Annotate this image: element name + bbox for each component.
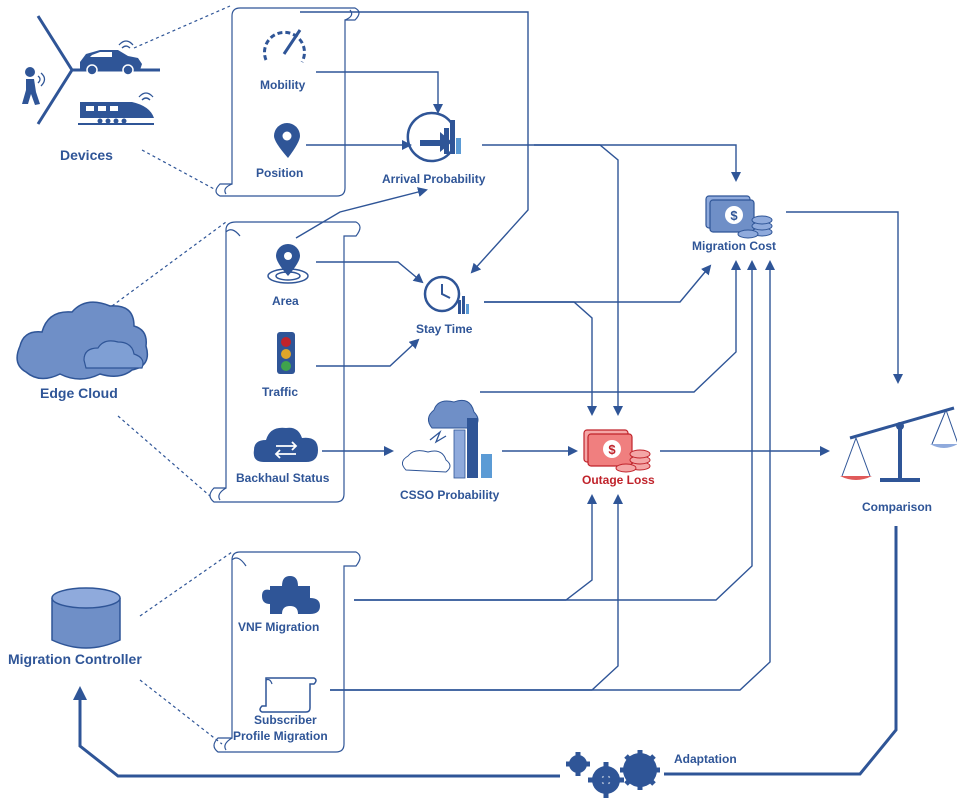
car-icon xyxy=(80,40,142,76)
dash-cloud-bottom xyxy=(117,415,211,497)
migration-cost-label: Migration Cost xyxy=(692,239,776,253)
person-icon xyxy=(22,67,46,105)
location-pin-icon xyxy=(274,123,300,158)
traffic-light-icon xyxy=(277,332,295,374)
vnf-migration-label: VNF Migration xyxy=(238,620,319,634)
edge-cloud-label: Edge Cloud xyxy=(40,385,118,401)
migration-controller-label: Migration Controller xyxy=(8,651,142,667)
adaptation-label: Adaptation xyxy=(674,752,737,766)
migration-cost-money-icon: $ xyxy=(705,195,773,239)
scroll-devices xyxy=(215,7,360,197)
database-icon xyxy=(51,587,121,649)
area-label: Area xyxy=(272,294,299,308)
gears-icon xyxy=(566,750,660,798)
adaptation-loop xyxy=(73,526,898,778)
dash-controller-bottom xyxy=(139,679,223,745)
devices-label: Devices xyxy=(60,147,113,163)
dash-cloud-top xyxy=(111,221,227,307)
scroll-controller xyxy=(213,551,361,753)
dash-controller-top xyxy=(139,551,233,617)
dollar-symbol-red: $ xyxy=(608,442,616,457)
stay-time-label: Stay Time xyxy=(416,322,473,336)
puzzle-piece-icon xyxy=(262,576,320,614)
connectors xyxy=(295,11,903,691)
stay-time-icon xyxy=(423,275,469,314)
position-label: Position xyxy=(256,166,303,180)
outage-loss-money-icon: $ xyxy=(583,429,651,473)
outage-loss-label: Outage Loss xyxy=(582,473,655,487)
backhaul-cloud-icon xyxy=(253,427,318,462)
csso-probability-icon xyxy=(402,399,492,479)
balance-scale-icon xyxy=(840,406,957,482)
csso-probability-label: CSSO Probability xyxy=(400,488,500,502)
arrival-probability-icon xyxy=(406,111,461,163)
cloud-icon xyxy=(16,301,149,380)
subscriber-label-2: Profile Migration xyxy=(233,729,328,743)
comparison-label: Comparison xyxy=(862,500,932,514)
dash-devices-top xyxy=(133,5,231,49)
train-icon xyxy=(78,92,154,125)
backhaul-label: Backhaul Status xyxy=(236,471,330,485)
dollar-symbol: $ xyxy=(730,208,738,223)
arrival-probability-label: Arrival Probability xyxy=(382,172,486,186)
speedometer-icon xyxy=(262,29,306,63)
dash-devices-bottom xyxy=(141,149,217,191)
area-pin-icon xyxy=(267,244,309,284)
subscriber-label-1: Subscriber xyxy=(254,713,317,727)
traffic-label: Traffic xyxy=(262,385,298,399)
mobility-label: Mobility xyxy=(260,78,306,92)
document-scroll-icon xyxy=(259,677,317,713)
